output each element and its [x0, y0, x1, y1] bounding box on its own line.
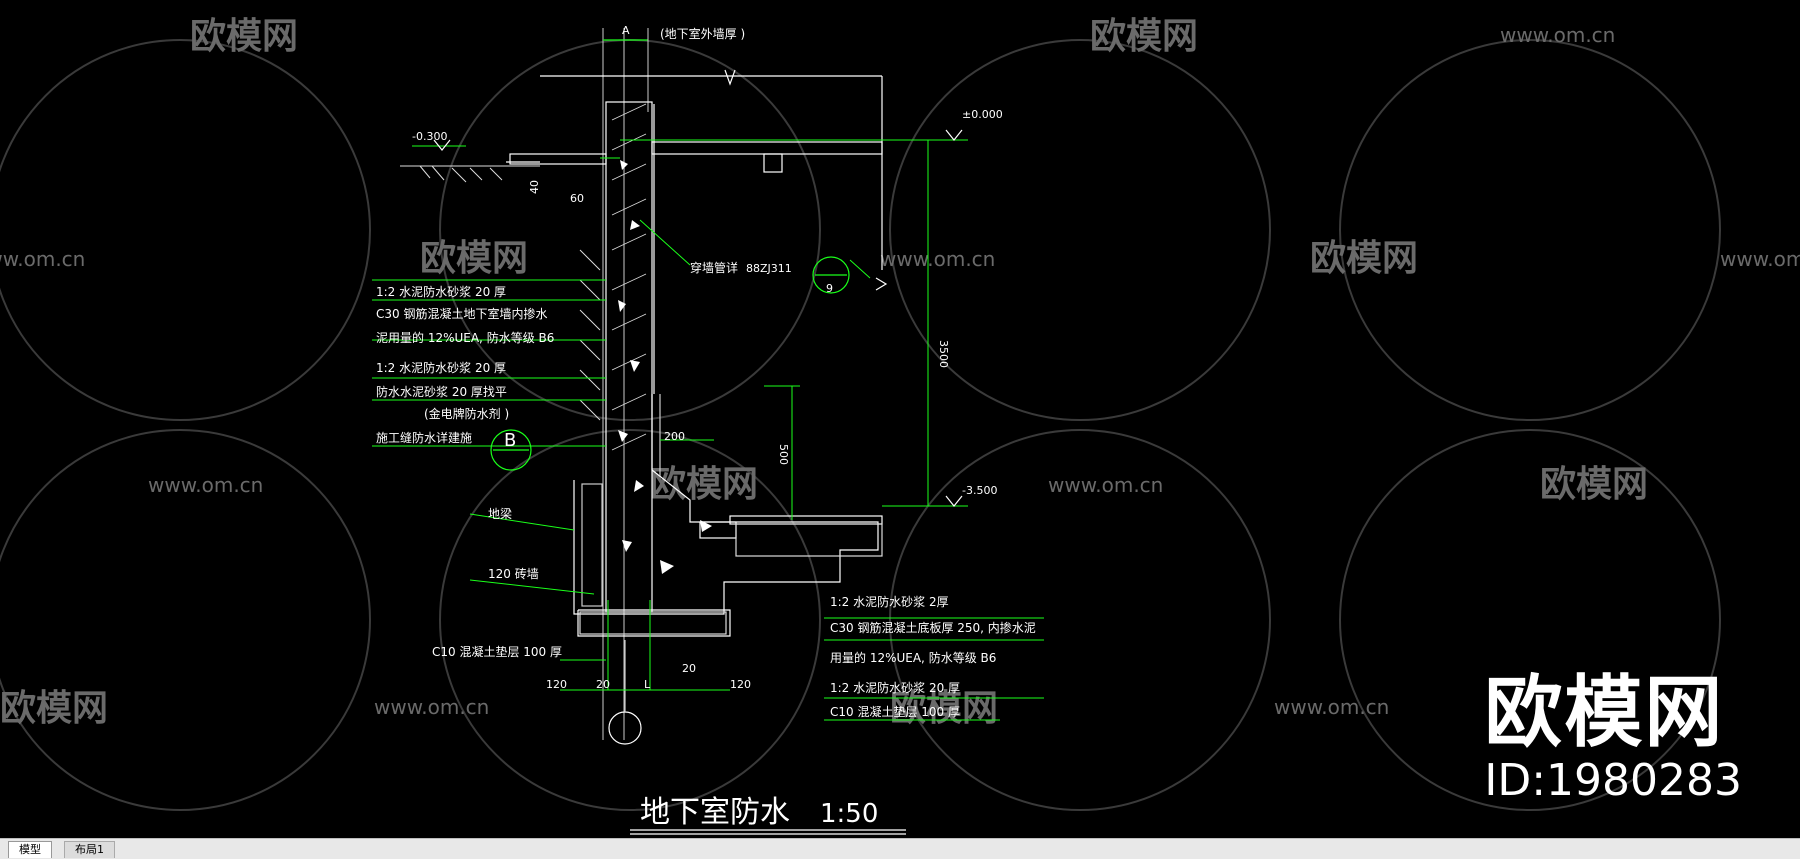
- pipe-ref: 88ZJ311: [746, 262, 792, 275]
- watermark-logo-text: 欧模网: [190, 16, 298, 57]
- top-note: (地下室外墙厚 ): [660, 26, 745, 41]
- floor-note: 1:2 水泥防水砂浆 2厚: [830, 594, 949, 609]
- wall-note: C30 钢筋混凝土地下室墙内掺水: [376, 306, 547, 321]
- pipe-note: 穿墙管详: [690, 260, 738, 275]
- watermark-logo-text: 欧模网: [1310, 238, 1418, 279]
- dim-40: 40: [528, 180, 541, 194]
- watermark-logo-text: 欧模网: [0, 688, 108, 729]
- dim-3500: 3500: [937, 340, 950, 368]
- watermark-logo-text: 欧模网: [420, 238, 528, 279]
- elev-top: ±0.000: [962, 108, 1003, 121]
- brick-wall-label: 120 砖墙: [488, 566, 539, 581]
- cushion-left-label: C10 混凝土垫层 100 厚: [432, 644, 562, 659]
- brand-watermark: 欧模网 ID:1980283: [1484, 670, 1742, 806]
- brand-name: 欧模网: [1484, 668, 1725, 758]
- wall-note: 防水水泥砂浆 20 厚找平: [376, 384, 507, 399]
- watermark-url-text: www.om.cn: [374, 695, 489, 719]
- dim-200: 200: [664, 430, 685, 443]
- watermark-logo-text: 欧模网: [890, 688, 998, 729]
- construction-joint-note: 施工缝防水详建施: [376, 430, 472, 445]
- watermark-url-text: www.om.cn: [1500, 23, 1615, 47]
- floor-note: 用量的 12%UEA, 防水等级 B6: [830, 650, 996, 665]
- bottom-dim: 20: [596, 678, 610, 691]
- bottom-dim: L: [644, 678, 651, 691]
- top-axis-label: A: [622, 24, 630, 37]
- ground-beam-label: 地梁: [488, 506, 512, 521]
- elev-left: -0.300: [412, 130, 447, 143]
- watermark-logo-text: 欧模网: [1090, 16, 1198, 57]
- tab-layout1[interactable]: 布局1: [64, 841, 115, 858]
- detail-b-label: B: [504, 430, 516, 451]
- bottom-dim: 20: [682, 662, 696, 675]
- watermark-url-text: www.om.cn: [148, 473, 263, 497]
- watermark-url-text: www.om.cn: [1274, 695, 1389, 719]
- wall-note: 1:2 水泥防水砂浆 20 厚: [376, 284, 506, 299]
- watermark-url-text: www.om.cn: [1720, 247, 1800, 271]
- section-drawing: [372, 28, 1044, 835]
- detail-circle-number: 9: [826, 282, 833, 295]
- watermark-logo-text: 欧模网: [650, 464, 758, 505]
- dim-500: 500: [777, 444, 790, 465]
- wall-note: 泥用量的 12%UEA, 防水等级 B6: [376, 330, 554, 345]
- bottom-dim: 120: [546, 678, 567, 691]
- bottom-dim: 120: [730, 678, 751, 691]
- dim-60: 60: [570, 192, 584, 205]
- drawing-scale: 1:50: [820, 799, 878, 829]
- drawing-labels: A (地下室外墙厚 ) -0.300 ±0.000 -3.500 40 60 3…: [376, 24, 1036, 830]
- watermark-url-text: www.om.cn: [880, 247, 995, 271]
- floor-note: 1:2 水泥防水砂浆 20 厚: [830, 680, 960, 695]
- drawing-title: 地下室防水: [640, 795, 790, 830]
- floor-note: C30 钢筋混凝土底板厚 250, 内掺水泥: [830, 620, 1036, 635]
- layout-tab-bar: 模型 布局1: [0, 838, 1800, 859]
- watermark-circles: [0, 39, 1721, 811]
- elev-bottom: -3.500: [962, 484, 997, 497]
- watermark-url-text: www.om.cn: [0, 247, 85, 271]
- watermark-url-text: www.om.cn: [1048, 473, 1163, 497]
- watermark-url: www.om.cn www.om.cn www.om.cn www.om.cn …: [0, 23, 1800, 719]
- wall-note: 1:2 水泥防水砂浆 20 厚: [376, 360, 506, 375]
- watermark-logo: 欧模网 欧模网 欧模网 欧模网 欧模网 欧模网 欧模网 欧模网: [0, 16, 1648, 729]
- floor-note: C10 混凝土垫层 100 厚: [830, 704, 960, 719]
- watermark-logo-text: 欧模网: [1540, 464, 1648, 505]
- cad-canvas[interactable]: 欧模网 欧模网 欧模网 欧模网 欧模网 欧模网 欧模网 欧模网 www.om.c…: [0, 0, 1800, 838]
- coating-note: (金电牌防水剂 ): [424, 406, 509, 421]
- tab-model[interactable]: 模型: [8, 841, 52, 858]
- brand-id: ID:1980283: [1484, 755, 1742, 806]
